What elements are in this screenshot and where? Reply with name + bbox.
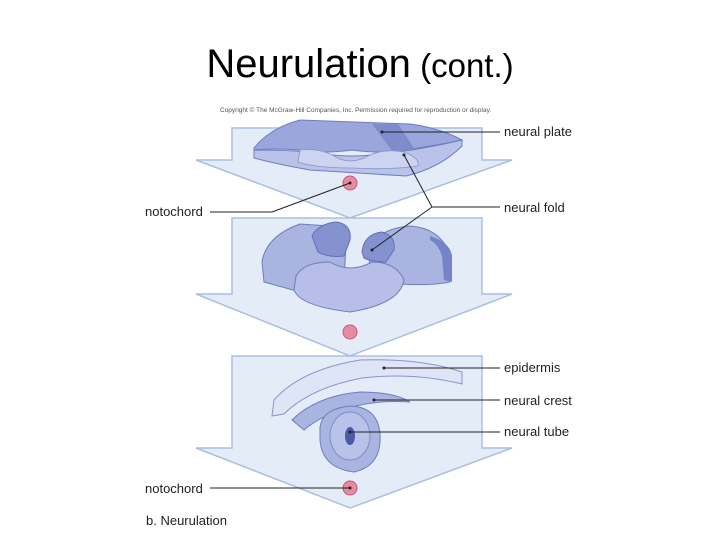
leader-dots <box>348 130 406 490</box>
label-neural-crest: neural crest <box>504 393 572 408</box>
neural-fold-stage <box>261 221 452 340</box>
leader-notochord-top-2 <box>271 182 351 213</box>
notochord-middle <box>342 324 358 340</box>
figure-caption: b. Neurulation <box>146 513 227 528</box>
leader-lines <box>210 131 500 489</box>
label-notochord-top: notochord <box>145 204 203 219</box>
neural-plate-front <box>297 149 419 170</box>
neural-tube-stage <box>271 359 463 496</box>
fold-right-edge <box>430 236 452 282</box>
copyright-notice: Copyright © The McGraw-Hill Companies, I… <box>220 107 492 114</box>
label-neural-plate: neural plate <box>504 124 572 139</box>
leader-neural-fold-2 <box>371 206 433 251</box>
label-neural-tube: neural tube <box>504 424 570 439</box>
title-sub: (cont.) <box>410 47 514 84</box>
epidermis-layer <box>271 359 463 417</box>
slide-title: Neurulation (cont.) <box>0 44 720 84</box>
title-main: Neurulation <box>206 42 411 86</box>
neural-tube-lumen <box>345 427 355 445</box>
fold-left-ridge <box>311 221 351 257</box>
label-epidermis: epidermis <box>504 360 561 375</box>
fold-base <box>293 261 405 313</box>
label-notochord-bottom: notochord <box>145 481 203 496</box>
leader-neural-fold-1 <box>403 154 433 208</box>
label-neural-fold: neural fold <box>504 200 565 215</box>
